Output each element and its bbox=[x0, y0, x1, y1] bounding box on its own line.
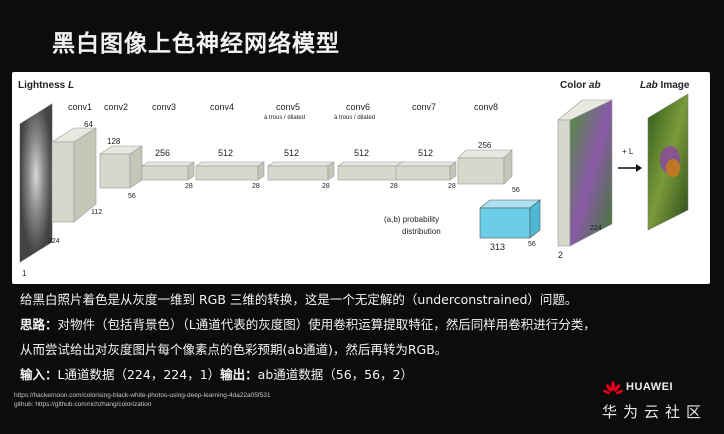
plus-l-arrow bbox=[618, 164, 642, 172]
input-grayscale-image bbox=[19, 103, 53, 263]
svg-text:128: 128 bbox=[107, 137, 121, 146]
slide-title: 黑白图像上色神经网络模型 bbox=[52, 31, 340, 57]
reference-link[interactable]: https://hackernoon.com/colorising-black-… bbox=[14, 392, 271, 399]
output-ab-block bbox=[557, 99, 613, 247]
svg-text:256: 256 bbox=[155, 148, 170, 158]
references: https://hackernoon.com/colorising-black-… bbox=[14, 391, 271, 409]
svg-text:conv7: conv7 bbox=[412, 102, 436, 112]
svg-text:224: 224 bbox=[48, 238, 60, 245]
output-value: ab通道数据（56，56，2） bbox=[257, 367, 414, 382]
svg-text:512: 512 bbox=[418, 148, 433, 158]
conv5-block bbox=[267, 161, 335, 181]
reference-link[interactable]: github: https://github.com/richzhang/col… bbox=[14, 401, 152, 408]
svg-text:64: 64 bbox=[84, 120, 93, 129]
output-label: 输出： bbox=[220, 367, 258, 382]
huawei-logo-icon bbox=[603, 381, 623, 395]
svg-text:conv2: conv2 bbox=[104, 102, 128, 112]
svg-text:512: 512 bbox=[218, 148, 233, 158]
svg-text:28: 28 bbox=[390, 183, 398, 190]
svg-text:28: 28 bbox=[252, 183, 260, 190]
svg-text:512: 512 bbox=[284, 148, 299, 158]
svg-text:conv5: conv5 bbox=[276, 102, 300, 112]
svg-text:512: 512 bbox=[354, 148, 369, 158]
conv1-block bbox=[50, 127, 98, 223]
input-value: L通道数据（224，224，1） bbox=[57, 367, 221, 382]
idea-label: 思路： bbox=[20, 317, 58, 332]
svg-text:112: 112 bbox=[91, 209, 102, 216]
svg-text:56: 56 bbox=[528, 241, 536, 248]
svg-text:Color ab: Color ab bbox=[560, 80, 601, 91]
svg-text:28: 28 bbox=[185, 183, 193, 190]
probability-distribution-block bbox=[479, 199, 541, 239]
svg-text:224: 224 bbox=[590, 225, 602, 232]
svg-text:conv8: conv8 bbox=[474, 102, 498, 112]
svg-text:1: 1 bbox=[22, 269, 27, 278]
description-line-2: 思路：对物件（包括背景色）（L通道代表的灰度图）使用卷积运算提取特征，然后同样用… bbox=[20, 314, 596, 333]
conv7-block bbox=[395, 161, 457, 181]
svg-text:256: 256 bbox=[478, 141, 492, 150]
svg-text:(a,b) probability: (a,b) probability bbox=[384, 215, 439, 224]
svg-text:28: 28 bbox=[322, 183, 330, 190]
svg-text:2: 2 bbox=[558, 250, 563, 260]
description-line-3: 从而尝试给出对灰度图片每个像素点的色彩预期(ab通道)，然后再转为RGB。 bbox=[20, 342, 448, 357]
svg-text:conv3: conv3 bbox=[152, 102, 176, 112]
description-line-4: 输入：L通道数据（224，224，1）输出：ab通道数据（56，56，2） bbox=[20, 364, 413, 383]
svg-text:conv1: conv1 bbox=[68, 102, 92, 112]
svg-text:à trous / dilated: à trous / dilated bbox=[334, 115, 375, 121]
svg-text:56: 56 bbox=[128, 193, 136, 200]
svg-text:+ L: + L bbox=[622, 147, 634, 156]
conv4-block bbox=[195, 161, 265, 181]
input-label: 输入： bbox=[20, 367, 58, 382]
svg-text:Lab Image: Lab Image bbox=[640, 80, 690, 91]
brand-name: HUAWEI bbox=[626, 381, 673, 393]
conv3-block bbox=[141, 161, 195, 181]
svg-text:28: 28 bbox=[448, 183, 456, 190]
svg-text:conv6: conv6 bbox=[346, 102, 370, 112]
conv8-block bbox=[457, 149, 513, 185]
svg-text:56: 56 bbox=[512, 187, 520, 194]
conv6-block bbox=[337, 161, 405, 181]
idea-text: 对物件（包括背景色）（L通道代表的灰度图）使用卷积运算提取特征，然后同样用卷积进… bbox=[57, 317, 596, 332]
network-diagram: Lightness L Color ab Lab Image 224 1 con… bbox=[12, 72, 710, 284]
svg-text:distribution: distribution bbox=[402, 227, 441, 236]
svg-text:Lightness L: Lightness L bbox=[18, 80, 74, 91]
svg-text:conv4: conv4 bbox=[210, 102, 234, 112]
lab-output-image bbox=[647, 93, 689, 231]
conv2-block bbox=[99, 145, 143, 189]
community-name: 华为云社区 bbox=[602, 403, 708, 421]
svg-text:à trous / dilated: à trous / dilated bbox=[264, 115, 305, 121]
description-line-1: 给黑白照片着色是从灰度一维到 RGB 三维的转换，这是一个无定解的（underc… bbox=[20, 292, 578, 307]
svg-text:313: 313 bbox=[490, 242, 505, 252]
